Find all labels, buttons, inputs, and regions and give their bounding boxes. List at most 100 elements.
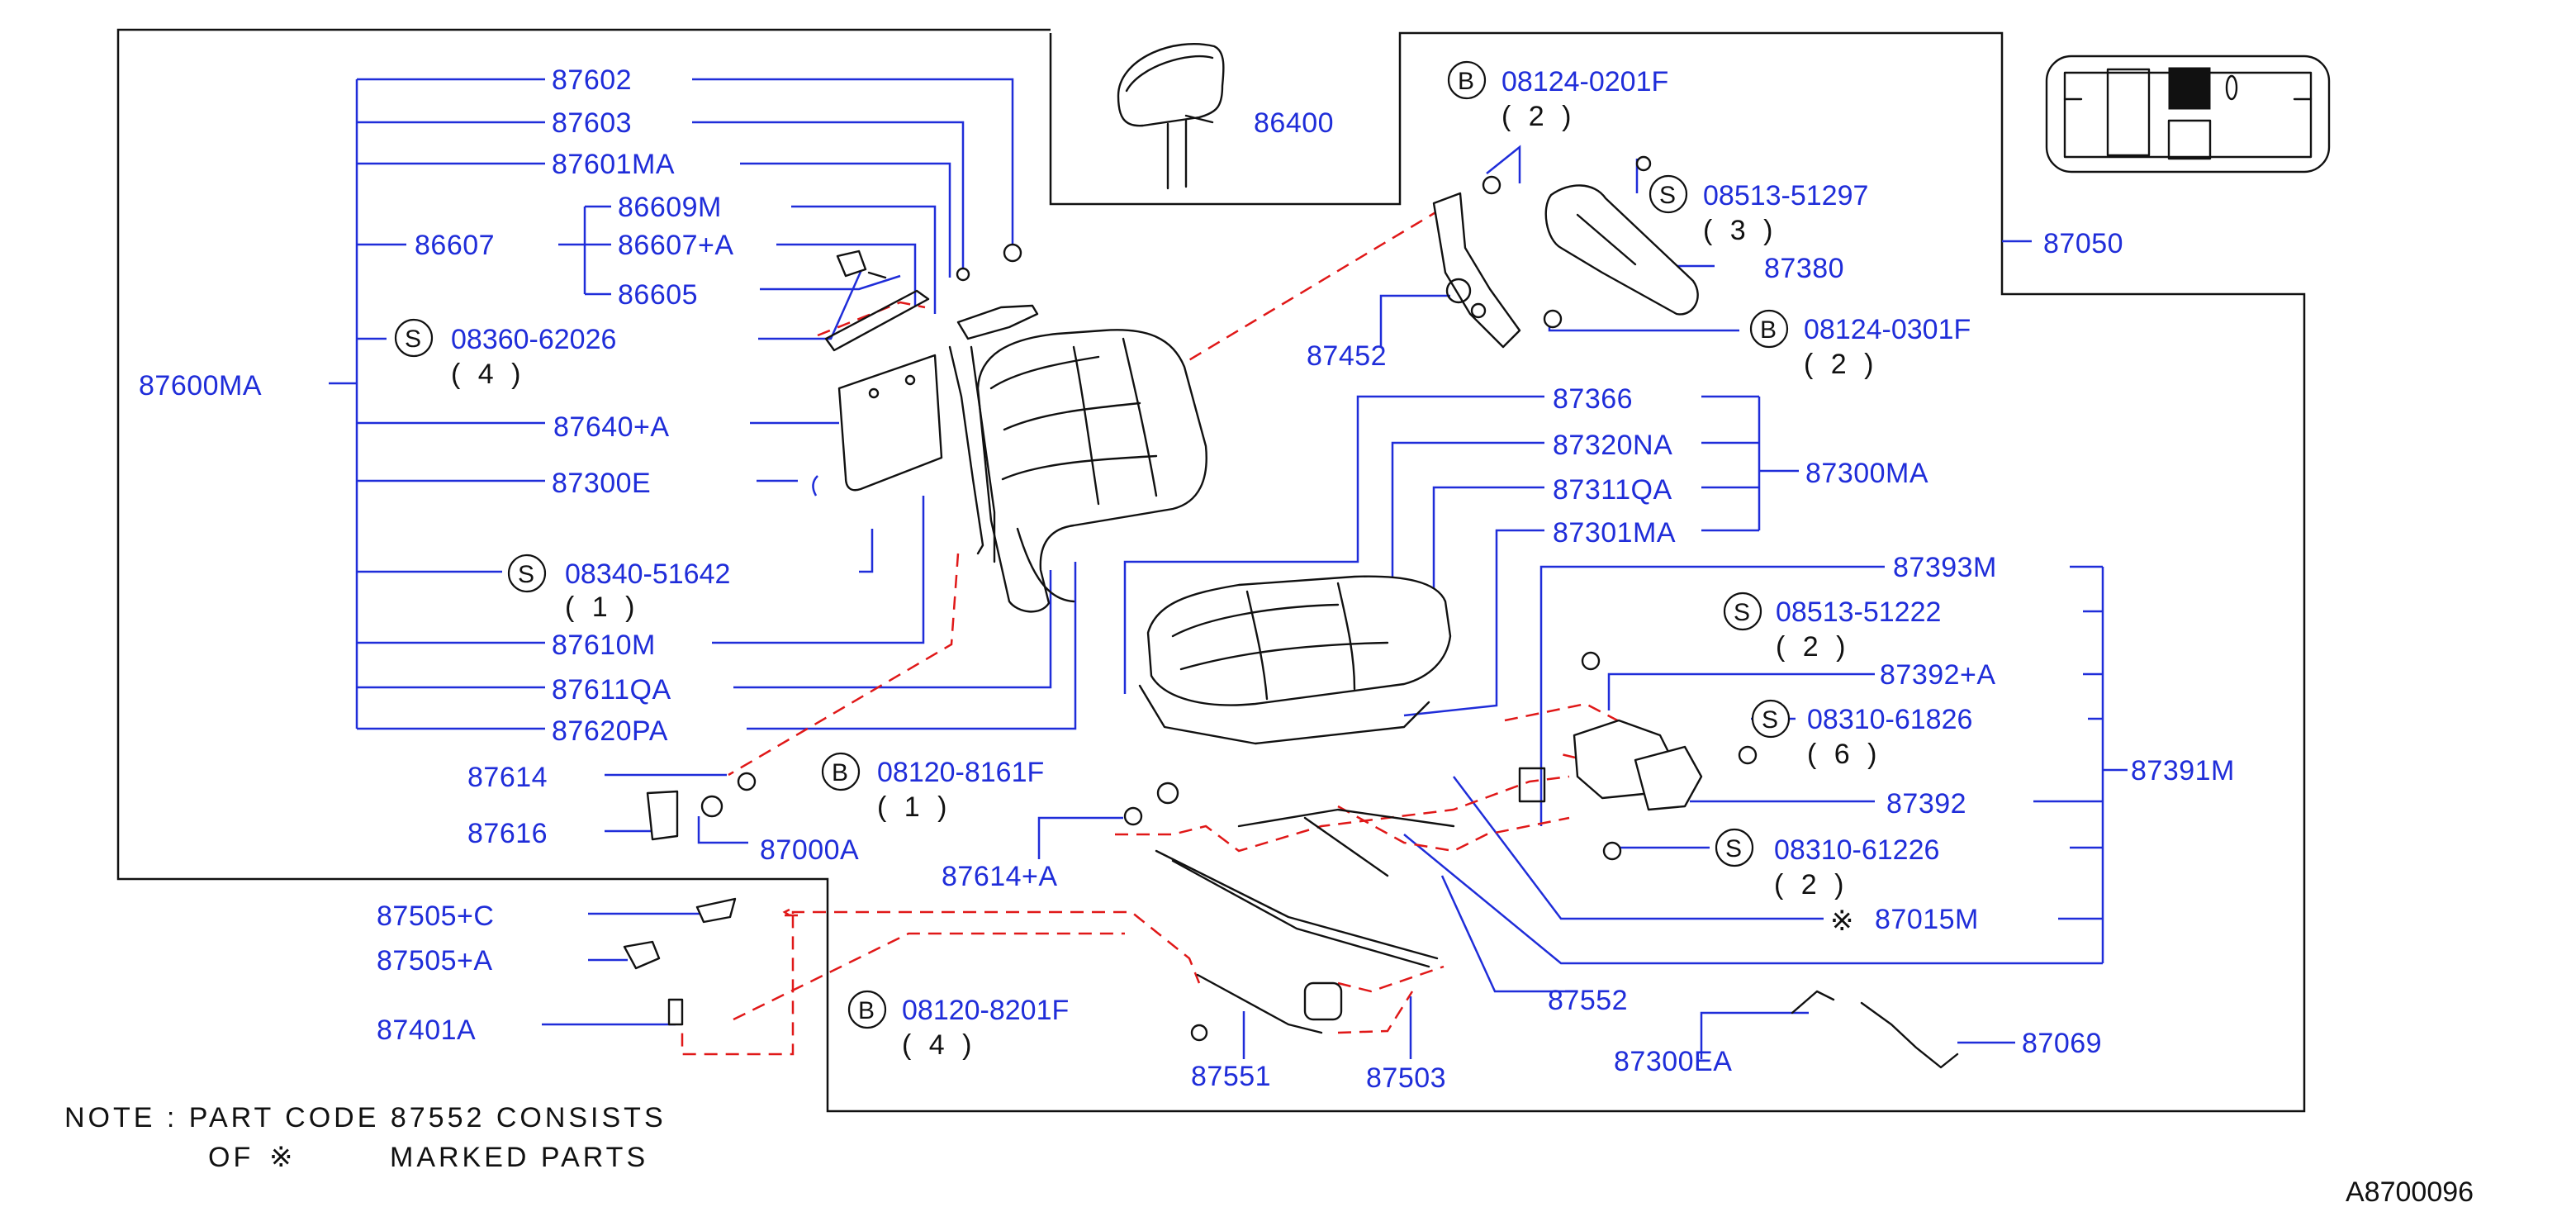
part-recliner-bracket xyxy=(1432,192,1521,349)
assembly-frames xyxy=(116,28,2306,1113)
part-recliner-cover xyxy=(1544,184,1699,316)
circle-f4 xyxy=(1447,60,1487,100)
label-86607a: 86607+A xyxy=(618,230,734,261)
part-headrest xyxy=(1117,43,1225,190)
label-87503: 87503 xyxy=(1366,1062,1446,1094)
qty-f5: ( 3 ) xyxy=(1703,215,1777,246)
qty-f3: ( 1 ) xyxy=(877,791,951,823)
qty-f7: ( 2 ) xyxy=(1776,631,1850,663)
left-group-leaders xyxy=(329,78,611,730)
part-seat-track xyxy=(1155,808,1455,1034)
label-87300e: 87300E xyxy=(552,468,651,499)
circle-f7 xyxy=(1723,592,1762,631)
label-86609m: 86609M xyxy=(618,192,722,223)
qty-f8: ( 6 ) xyxy=(1807,739,1881,770)
code-f7: 08513-51222 xyxy=(1776,596,1941,628)
figure-code: A8700096 xyxy=(2346,1176,2474,1208)
label-87505a: 87505+A xyxy=(377,945,493,977)
code-f5: 08513-51297 xyxy=(1703,180,1868,211)
code-f4: 08124-0201F xyxy=(1501,66,1668,97)
prefix-f9: S xyxy=(1725,835,1742,862)
part-number-labels: 87602 87603 87601MA 86609M 86607+A 86607… xyxy=(139,64,2235,1094)
qty-f6: ( 2 ) xyxy=(1804,349,1878,380)
code-f1: 08360-62026 xyxy=(451,324,616,355)
qty-f1: ( 4 ) xyxy=(451,359,525,390)
part-back-board xyxy=(837,354,943,492)
part-seatback-frame xyxy=(948,304,1039,563)
circle-f10 xyxy=(847,990,887,1029)
qty-f10: ( 4 ) xyxy=(902,1029,976,1061)
circle-f3 xyxy=(821,752,861,791)
prefix-f2: S xyxy=(518,561,534,588)
circle-f6 xyxy=(1749,309,1789,349)
label-87301ma: 87301MA xyxy=(1553,517,1676,549)
label-87050: 87050 xyxy=(2043,228,2123,259)
circle-f9 xyxy=(1715,828,1754,867)
label-87614: 87614 xyxy=(467,762,548,793)
code-f9: 08310-61226 xyxy=(1774,834,1939,866)
code-f6: 08124-0301F xyxy=(1804,314,1971,345)
label-87069: 87069 xyxy=(2022,1028,2102,1059)
note-marked-symbol: ※ xyxy=(269,1142,297,1173)
prefix-f3: B xyxy=(832,759,848,786)
label-87505c: 87505+C xyxy=(377,900,494,932)
part-power-motor xyxy=(1518,719,1703,811)
label-87616: 87616 xyxy=(467,818,548,849)
note-line-2-suffix: MARKED PARTS xyxy=(390,1142,648,1173)
prefix-f5: S xyxy=(1659,182,1676,209)
prefix-f10: B xyxy=(858,997,875,1024)
qty-f4: ( 2 ) xyxy=(1501,101,1576,132)
assembly-dash-lines xyxy=(681,210,1630,1056)
qty-f2: ( 1 ) xyxy=(565,592,639,623)
code-f3: 08120-8161F xyxy=(877,757,1044,788)
label-87603: 87603 xyxy=(552,107,632,139)
qty-f9: ( 2 ) xyxy=(1774,869,1848,900)
label-87452: 87452 xyxy=(1307,340,1387,372)
marked-symbol-87015m: ※ xyxy=(1830,905,1857,937)
circle-f5 xyxy=(1649,174,1688,214)
label-87320na: 87320NA xyxy=(1553,430,1672,461)
part-leaders xyxy=(542,78,2128,1059)
label-87640a: 87640+A xyxy=(553,411,670,443)
label-87392a: 87392+A xyxy=(1880,659,1996,691)
label-87611qa: 87611QA xyxy=(552,674,671,706)
note-block: NOTE : PART CODE 87552 CONSISTS OF ※ MAR… xyxy=(64,1102,667,1173)
label-86605: 86605 xyxy=(618,279,698,311)
label-87551: 87551 xyxy=(1191,1061,1271,1092)
label-87600ma: 87600MA xyxy=(139,370,262,402)
seatback-assembly-frame xyxy=(116,28,2306,1113)
label-87620pa: 87620PA xyxy=(552,715,668,747)
label-86607: 86607 xyxy=(415,230,495,261)
label-86400: 86400 xyxy=(1254,107,1334,139)
label-87366: 87366 xyxy=(1553,383,1633,415)
label-87601ma: 87601MA xyxy=(552,149,675,180)
code-f8: 08310-61826 xyxy=(1807,704,1972,735)
prefix-f7: S xyxy=(1734,599,1750,626)
label-87391m: 87391M xyxy=(2131,755,2235,786)
circle-f2 xyxy=(507,554,547,593)
fastener-labels: S 08360-62026 ( 4 ) S 08340-51642 ( 1 ) … xyxy=(405,66,1972,1061)
label-87552: 87552 xyxy=(1548,985,1628,1016)
fastener-prefix-circles xyxy=(394,60,1791,1029)
label-87392: 87392 xyxy=(1886,788,1966,820)
label-87602: 87602 xyxy=(552,64,632,96)
circle-f8 xyxy=(1751,699,1791,739)
label-87300ea: 87300EA xyxy=(1614,1046,1732,1077)
prefix-f4: B xyxy=(1458,68,1474,95)
part-knob xyxy=(824,249,930,352)
vehicle-locator-icon xyxy=(2045,55,2331,173)
prefix-f6: B xyxy=(1760,316,1777,344)
part-seatback xyxy=(976,329,1207,613)
note-line-1: NOTE : PART CODE 87552 CONSISTS xyxy=(64,1102,667,1133)
label-87401a: 87401A xyxy=(377,1015,476,1046)
label-87015m: 87015M xyxy=(1875,904,1979,935)
label-87311qa: 87311QA xyxy=(1553,474,1672,506)
part-cushion xyxy=(1138,575,1452,745)
note-line-2-prefix: OF xyxy=(208,1142,254,1173)
code-f10: 08120-8201F xyxy=(902,995,1069,1026)
label-87300ma: 87300MA xyxy=(1805,458,1928,489)
label-87393m: 87393M xyxy=(1893,552,1997,583)
prefix-f1: S xyxy=(405,326,421,353)
part-small-fasteners xyxy=(623,155,1959,1069)
